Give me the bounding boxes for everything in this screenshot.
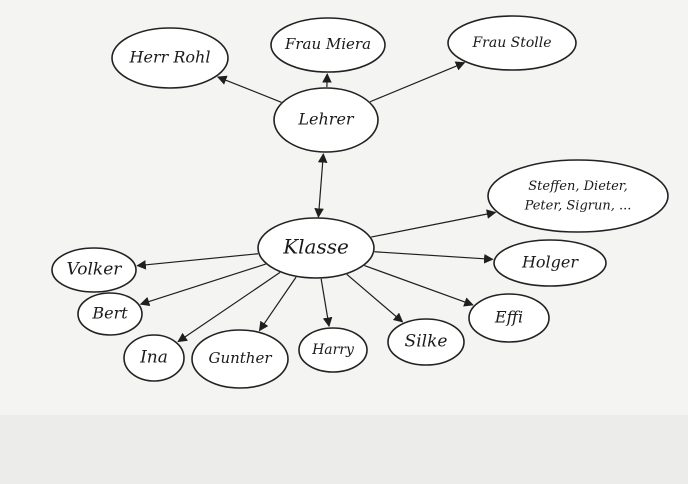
node-ellipse bbox=[468, 293, 550, 343]
node-label: Volker bbox=[67, 260, 123, 280]
arrow-line bbox=[369, 61, 466, 103]
node-label: Steffen, Dieter, bbox=[528, 179, 627, 194]
node-ellipse bbox=[191, 329, 289, 389]
arrow-line bbox=[258, 276, 297, 332]
node-frau-miera: Frau Miera bbox=[270, 17, 386, 73]
node-label: Silke bbox=[405, 332, 448, 352]
node-label-line2: Peter, Sigrun, ... bbox=[524, 198, 632, 213]
node-ellipse bbox=[447, 15, 577, 71]
node-lehrer: Lehrer bbox=[273, 87, 379, 153]
edge-klasse-to-ina bbox=[177, 271, 281, 343]
edges-layer bbox=[136, 61, 497, 343]
node-ellipse bbox=[387, 318, 465, 366]
arrow-line bbox=[346, 273, 404, 323]
node-herr-rohl: Herr Rohl bbox=[111, 27, 229, 89]
edge-klasse-to-harry bbox=[320, 278, 333, 328]
node-ellipse bbox=[257, 217, 375, 279]
edge-klasse-to-volker bbox=[136, 253, 259, 270]
edge-klasse-to-gunther bbox=[258, 276, 297, 332]
node-holger: Holger bbox=[493, 239, 607, 287]
edge-klasse-to-bert bbox=[139, 263, 266, 307]
node-ellipse bbox=[273, 87, 379, 153]
node-klasse: Klasse bbox=[257, 217, 375, 279]
arrow-line bbox=[139, 263, 266, 307]
arrow-line bbox=[136, 253, 259, 270]
arrow-line bbox=[371, 209, 497, 238]
node-ellipse bbox=[111, 27, 229, 89]
node-label: Frau Stolle bbox=[471, 35, 551, 51]
nodes-layer: Herr Rohl Frau Miera Frau StolleLehrerKlas… bbox=[51, 15, 669, 389]
node-label: Klasse bbox=[282, 235, 349, 259]
node-frau-stolle: Frau Stolle bbox=[447, 15, 577, 71]
node-label: Herr Rohl bbox=[129, 48, 211, 67]
node-volker: Volker bbox=[51, 247, 137, 293]
node-ellipse bbox=[77, 292, 143, 336]
edge-klasse-to-holger bbox=[374, 251, 494, 264]
node-steffen-group: Steffen, Dieter, Peter, Sigrun, ... bbox=[487, 159, 669, 233]
arrow-line bbox=[216, 75, 282, 103]
node-label: Lehrer bbox=[297, 110, 355, 129]
node-ina: Ina bbox=[123, 334, 185, 382]
node-ellipse bbox=[123, 334, 185, 382]
node-ellipse bbox=[493, 239, 607, 287]
node-silke: Silke bbox=[387, 318, 465, 366]
node-ellipse bbox=[270, 17, 386, 73]
edge-lehrer-to-frau-stolle bbox=[369, 61, 466, 103]
node-label: Effi bbox=[494, 308, 523, 327]
node-ellipse bbox=[51, 247, 137, 293]
node-gunther: Gunther bbox=[191, 329, 289, 389]
node-label: Ina bbox=[139, 348, 168, 368]
node-label: Holger bbox=[521, 253, 579, 272]
node-label: Bert bbox=[91, 304, 128, 323]
node-harry: Harry bbox=[298, 327, 368, 373]
node-label: Harry bbox=[311, 342, 355, 358]
arrow-line bbox=[320, 278, 333, 328]
node-ellipse bbox=[487, 159, 669, 233]
node-bert: Bert bbox=[77, 292, 143, 336]
arrow-line bbox=[177, 271, 281, 343]
node-label: Gunther bbox=[208, 349, 272, 367]
edge-lehrer-to-herr-rohl bbox=[216, 75, 282, 103]
edge-klasse-to-effi bbox=[364, 265, 474, 307]
node-label: Frau Miera bbox=[284, 35, 371, 53]
arrow-line bbox=[314, 152, 328, 218]
edge-klasse-to-lehrer bbox=[314, 152, 328, 218]
node-ellipse bbox=[298, 327, 368, 373]
paper-bottom-shade bbox=[0, 415, 688, 484]
arrow-line bbox=[364, 265, 474, 307]
node-effi: Effi bbox=[468, 293, 550, 343]
arrow-line bbox=[374, 251, 494, 264]
edge-klasse-to-silke bbox=[346, 273, 404, 323]
edge-klasse-to-steffen-group bbox=[371, 209, 497, 238]
